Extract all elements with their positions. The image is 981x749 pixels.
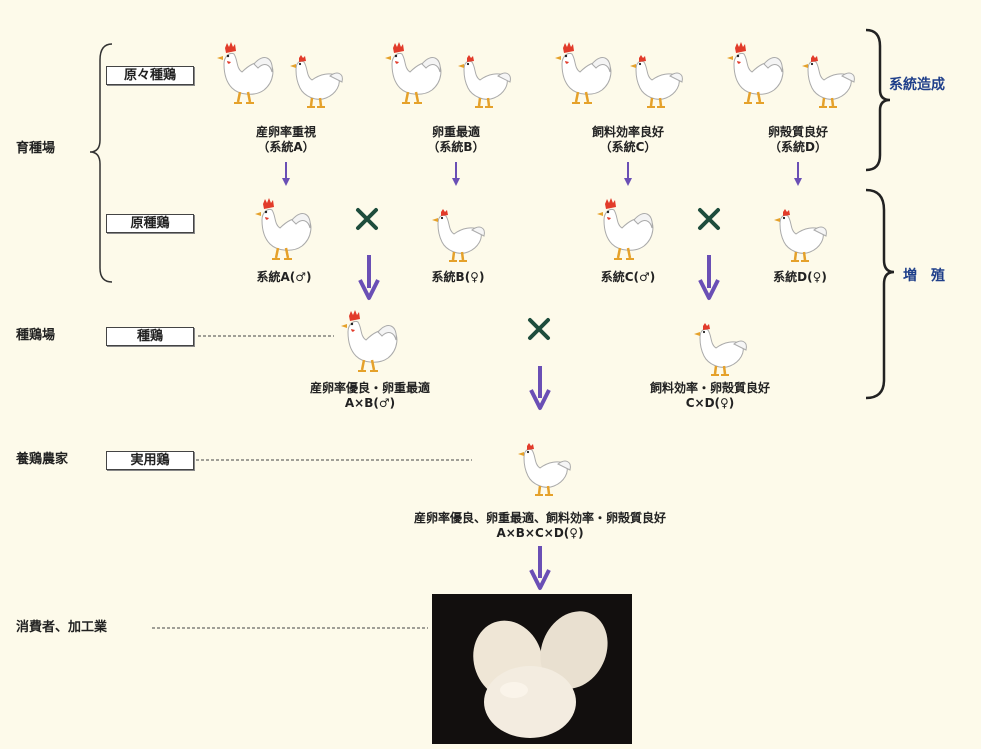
down-arrow-icon <box>531 546 549 588</box>
rooster-icon <box>255 198 311 259</box>
down-arrow-icon <box>531 366 549 408</box>
rooster-icon <box>341 310 397 371</box>
down-arrow-icon <box>700 255 718 298</box>
grandparent-b-caption: 系統B(♀) <box>410 270 506 285</box>
multiplication-brace <box>866 190 894 398</box>
rooster-icon <box>555 42 611 103</box>
hen-icon <box>630 55 682 107</box>
line-b-caption: 卵重最適（系統B） <box>398 125 514 155</box>
hen-icon <box>694 323 746 375</box>
rooster-icon <box>217 42 273 103</box>
eggs-photo <box>432 594 632 744</box>
tier-commercial: 実用鶏 <box>106 451 194 470</box>
line-c-caption: 飼料効率良好（系統C） <box>568 125 688 155</box>
hen-icon <box>290 55 342 107</box>
cross-mark-icon <box>358 210 376 228</box>
tier-great-grandparent: 原々種鶏 <box>106 66 194 85</box>
line-creation-brace <box>866 30 890 170</box>
breeding-farm-label: 育種場 <box>16 141 55 157</box>
tier-parent: 種鶏 <box>106 327 194 346</box>
line-d-caption: 卵殻質良好（系統D） <box>740 125 856 155</box>
grandparent-c-caption: 系統C(♂) <box>580 270 676 285</box>
parent-farm-label: 種鶏場 <box>16 328 55 344</box>
hen-icon <box>802 55 854 107</box>
down-arrow-icon <box>360 255 378 298</box>
cross-mark-icon <box>700 210 718 228</box>
line-creation-label: 系統造成 <box>889 74 945 94</box>
rooster-icon <box>385 42 441 103</box>
grandparent-d-caption: 系統D(♀) <box>752 270 848 285</box>
grandparent-a-caption: 系統A(♂) <box>236 270 332 285</box>
tier-grandparent: 原種鶏 <box>106 214 194 233</box>
rooster-icon <box>727 42 783 103</box>
poultry-farm-label: 養鶏農家 <box>16 452 68 468</box>
hen-icon <box>774 209 826 261</box>
multiplication-label: 増 殖 <box>903 265 945 285</box>
line-a-caption: 産卵率重視（系統A） <box>228 125 344 155</box>
hen-icon <box>518 443 570 495</box>
rooster-icon <box>597 198 653 259</box>
cross-mark-icon <box>530 320 548 338</box>
consumer-label: 消費者、加工業 <box>16 620 107 636</box>
hen-icon <box>458 55 510 107</box>
hen-icon <box>432 209 484 261</box>
